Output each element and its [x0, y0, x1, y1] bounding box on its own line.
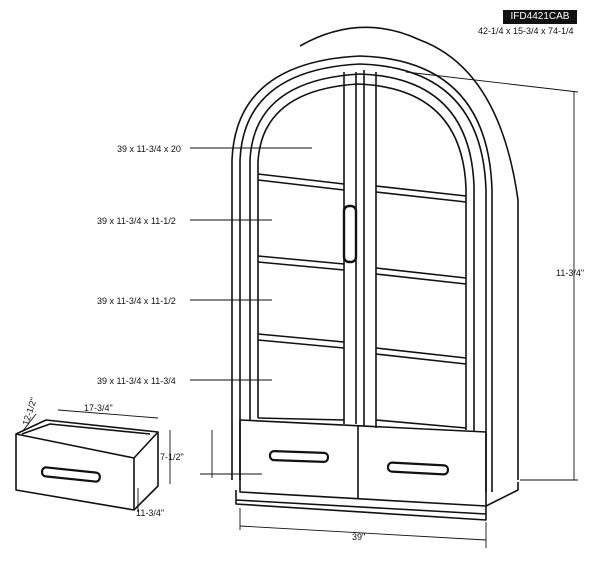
drawer-inner-label: 11-3/4" [136, 508, 164, 518]
drawer-handle-right [386, 461, 450, 476]
detached-drawer-sides [15, 419, 159, 511]
drawer-height-label: 7-1/2" [160, 452, 184, 462]
drawer-handle-left [268, 450, 330, 463]
door-arch-inner [257, 83, 467, 430]
model-badge: IFD4421CAB [503, 10, 577, 24]
shelf-label-1: 39 x 11-3/4 x 20 [117, 144, 181, 154]
detached-drawer-handle [40, 466, 101, 483]
bottom-width-label: 39" [352, 532, 365, 542]
cabinet-front-outer-arch [231, 55, 493, 492]
door-handle [342, 204, 358, 264]
drawer-width-label: 17-3/4" [84, 403, 113, 413]
shelf-label-4: 39 x 11-3/4 x 11-3/4 [97, 376, 176, 386]
cabinet-base [235, 490, 487, 521]
overall-dimensions: 42-1/4 x 15-3/4 x 74-1/4 [478, 26, 574, 36]
drawer-section [239, 419, 487, 507]
side-depth-label: 11-3/4" [556, 268, 584, 278]
drawer-depth-label: 12-1/2" [20, 396, 38, 426]
shelf-label-3: 39 x 11-3/4 x 11-1/2 [97, 296, 176, 306]
door-arch-frame [249, 73, 475, 432]
cabinet-top-arch-back [299, 26, 519, 480]
shelf-label-2: 39 x 11-3/4 x 11-1/2 [97, 216, 176, 226]
cabinet-front-band [239, 63, 487, 492]
detached-drawer-front [15, 433, 135, 511]
